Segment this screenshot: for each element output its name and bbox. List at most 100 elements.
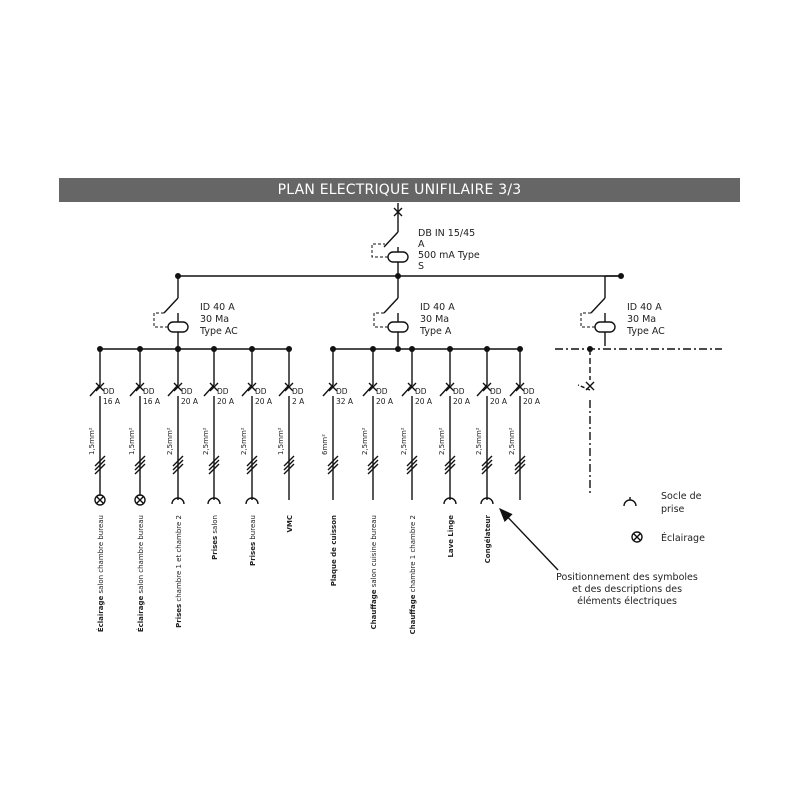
breaker-rating-label: 16 A <box>143 397 161 406</box>
rcd-contact <box>163 297 179 314</box>
socket-symbol <box>207 497 221 505</box>
annotation-text: Positionnement des symboles <box>556 572 698 583</box>
rcd-test-link <box>153 312 168 328</box>
cable-conductor-marks <box>172 455 184 475</box>
cable-conductor-marks <box>283 455 295 475</box>
cable-section-label: 6mm² <box>321 434 329 455</box>
circuit-description: Prises salon <box>211 515 219 560</box>
breaker-rating-label: 20 A <box>453 397 471 406</box>
main-breaker-label: A <box>418 239 425 250</box>
rcd-label: Type AC <box>199 326 238 337</box>
junction-dot <box>409 346 415 352</box>
legend-socket-label: Socle de <box>661 491 702 502</box>
main-breaker-label: 500 mA Type <box>418 250 480 261</box>
circuit-description: Prises chambre 1 et chambre 2 <box>175 515 183 628</box>
rcd-label: 30 Ma <box>627 314 656 325</box>
junction-dot <box>175 273 181 279</box>
cable-conductor-marks <box>481 455 493 475</box>
junction-dot <box>97 346 103 352</box>
junction-dot <box>517 346 523 352</box>
breaker-contact <box>439 384 451 397</box>
rcd-label: ID 40 A <box>200 302 235 313</box>
cable-conductor-marks <box>208 455 220 475</box>
legend-lamp-cross <box>633 533 641 541</box>
rcd-toroid <box>594 321 616 333</box>
diagram-title: PLAN ELECTRIQUE UNIFILAIRE 3/3 <box>59 178 740 202</box>
breaker-cross <box>284 382 294 392</box>
circuit-description: Éclairage salon chambre bureau <box>96 515 105 632</box>
socket-symbol <box>171 497 185 505</box>
junction-dot <box>618 273 624 279</box>
breaker-contact <box>509 384 521 397</box>
annotation-text: éléments électriques <box>577 596 677 607</box>
breaker-rating-label: 16 A <box>103 397 121 406</box>
junction-dot <box>587 346 593 352</box>
breaker-type-label: DD <box>336 387 348 396</box>
breaker-type-label: DD <box>255 387 267 396</box>
rcd-test-link <box>580 312 595 328</box>
circuit-description: Chauffage chambre 1 chambre 2 <box>409 515 417 635</box>
breaker-contact <box>476 384 488 397</box>
cable-section-label: 1,5mm² <box>277 427 285 455</box>
breaker-contact <box>241 384 253 397</box>
junction-dot <box>395 273 401 279</box>
breaker-type-label: DD <box>181 387 193 396</box>
breaker-type-label: DD <box>376 387 388 396</box>
legend-socket-symbol <box>623 497 637 507</box>
supply-isolator-cross <box>393 207 403 217</box>
breaker-rating-label: 20 A <box>490 397 508 406</box>
annotation-arrow <box>499 507 559 571</box>
breaker-contact <box>167 384 179 397</box>
junction-dot <box>447 346 453 352</box>
legend-lamp-label: Éclairage <box>661 532 705 544</box>
cable-conductor-marks <box>514 455 526 475</box>
socket-symbol <box>480 497 494 505</box>
breaker-rating-label: 20 A <box>376 397 394 406</box>
circuit-description: Plaque de cuisson <box>330 515 338 586</box>
breaker-rating-label: 20 A <box>415 397 433 406</box>
cable-conductor-marks <box>327 455 339 475</box>
lamp-cross <box>96 496 104 504</box>
circuit-description: Lave Linge <box>447 515 455 558</box>
cable-section-label: 1,5mm² <box>88 427 96 455</box>
junction-dot <box>286 346 292 352</box>
main-breaker-label: DB IN 15/45 <box>418 228 475 239</box>
breaker-type-label: DD <box>415 387 427 396</box>
circuit-description: Prises bureau <box>249 515 257 566</box>
cable-section-label: 2,5mm² <box>240 427 248 455</box>
cable-section-label: 2,5mm² <box>166 427 174 455</box>
breaker-type-label: DD <box>143 387 155 396</box>
circuit-description: Éclairage salon chambre bureau <box>136 515 145 632</box>
spare-cross <box>585 381 595 391</box>
spare-contact <box>577 384 591 391</box>
breaker-type-label: DD <box>292 387 304 396</box>
breaker-type-label: DD <box>523 387 535 396</box>
cable-section-label: 1,5mm² <box>128 427 136 455</box>
breaker-contact <box>129 384 141 397</box>
annotation-text: et des descriptions des <box>572 584 682 595</box>
breaker-cross <box>407 382 417 392</box>
breaker-contact <box>362 384 374 397</box>
cable-section-label: 2,5mm² <box>475 427 483 455</box>
lamp-cross <box>136 496 144 504</box>
breaker-cross <box>515 382 525 392</box>
breaker-rating-label: 20 A <box>181 397 199 406</box>
cable-section-label: 2,5mm² <box>438 427 446 455</box>
socket-symbol <box>443 497 457 505</box>
main-breaker-label: S <box>418 261 424 272</box>
rcd-label: ID 40 A <box>420 302 455 313</box>
breaker-rating-label: 20 A <box>255 397 273 406</box>
breaker-cross <box>368 382 378 392</box>
breaker-cross <box>95 382 105 392</box>
breaker-cross <box>209 382 219 392</box>
breaker-cross <box>247 382 257 392</box>
breaker-contact <box>322 384 334 397</box>
cable-conductor-marks <box>406 455 418 475</box>
breaker-cross <box>328 382 338 392</box>
cable-section-label: 2,5mm² <box>202 427 210 455</box>
main-breaker-contact <box>383 231 399 248</box>
breaker-contact <box>203 384 215 397</box>
breaker-rating-label: 20 A <box>523 397 541 406</box>
junction-dot <box>249 346 255 352</box>
